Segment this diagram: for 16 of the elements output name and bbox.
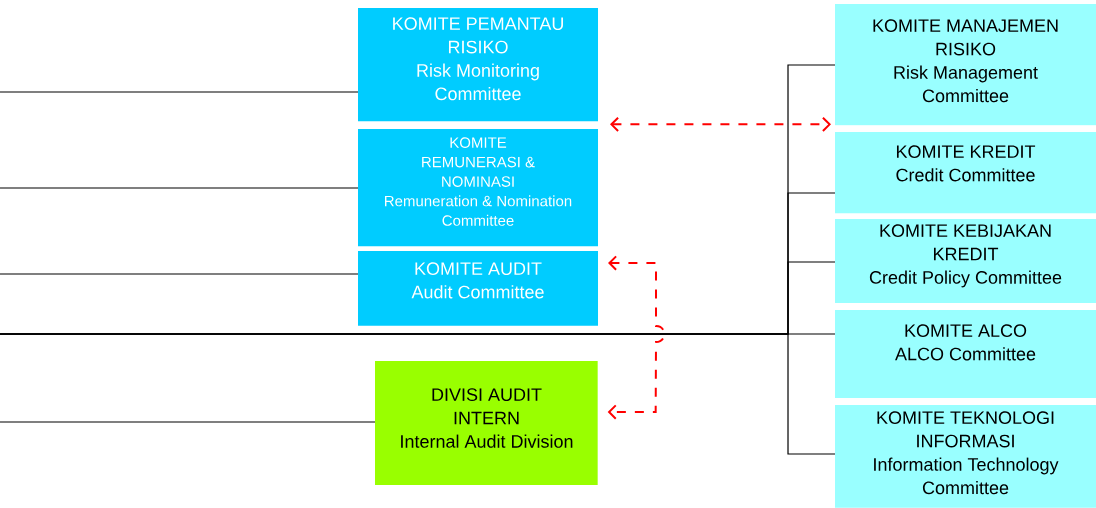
connector-line <box>0 187 359 189</box>
committee-box: KOMITE KREDIT Credit Committee <box>835 132 1096 214</box>
committee-box: KOMITE REMUNERASI & NOMINASI Remuneration & Nomination Committee <box>358 129 598 247</box>
connector-line <box>0 421 376 423</box>
committee-box: KOMITE AUDIT Audit Committee <box>358 251 598 326</box>
committee-box: KOMITE MANAJEMEN RISIKO Risk Management Committee <box>835 4 1096 126</box>
arrow <box>607 255 666 420</box>
committee-box: KOMITE ALCO ALCO Committee <box>835 310 1096 398</box>
arrow <box>610 116 831 132</box>
connector-line <box>0 91 359 93</box>
connector-line <box>0 333 836 455</box>
committee-box: DIVISI AUDIT INTERN Internal Audit Division <box>375 361 598 485</box>
committee-box: KOMITE TEKNOLOGI INFORMASI Information Technology Committee <box>835 405 1096 508</box>
committee-box: KOMITE PEMANTAU RISIKO Risk Monitoring Committee <box>358 8 598 122</box>
committee-box: KOMITE KEBIJAKAN KREDIT Credit Policy Committee <box>835 219 1096 303</box>
connector-line <box>0 273 359 275</box>
